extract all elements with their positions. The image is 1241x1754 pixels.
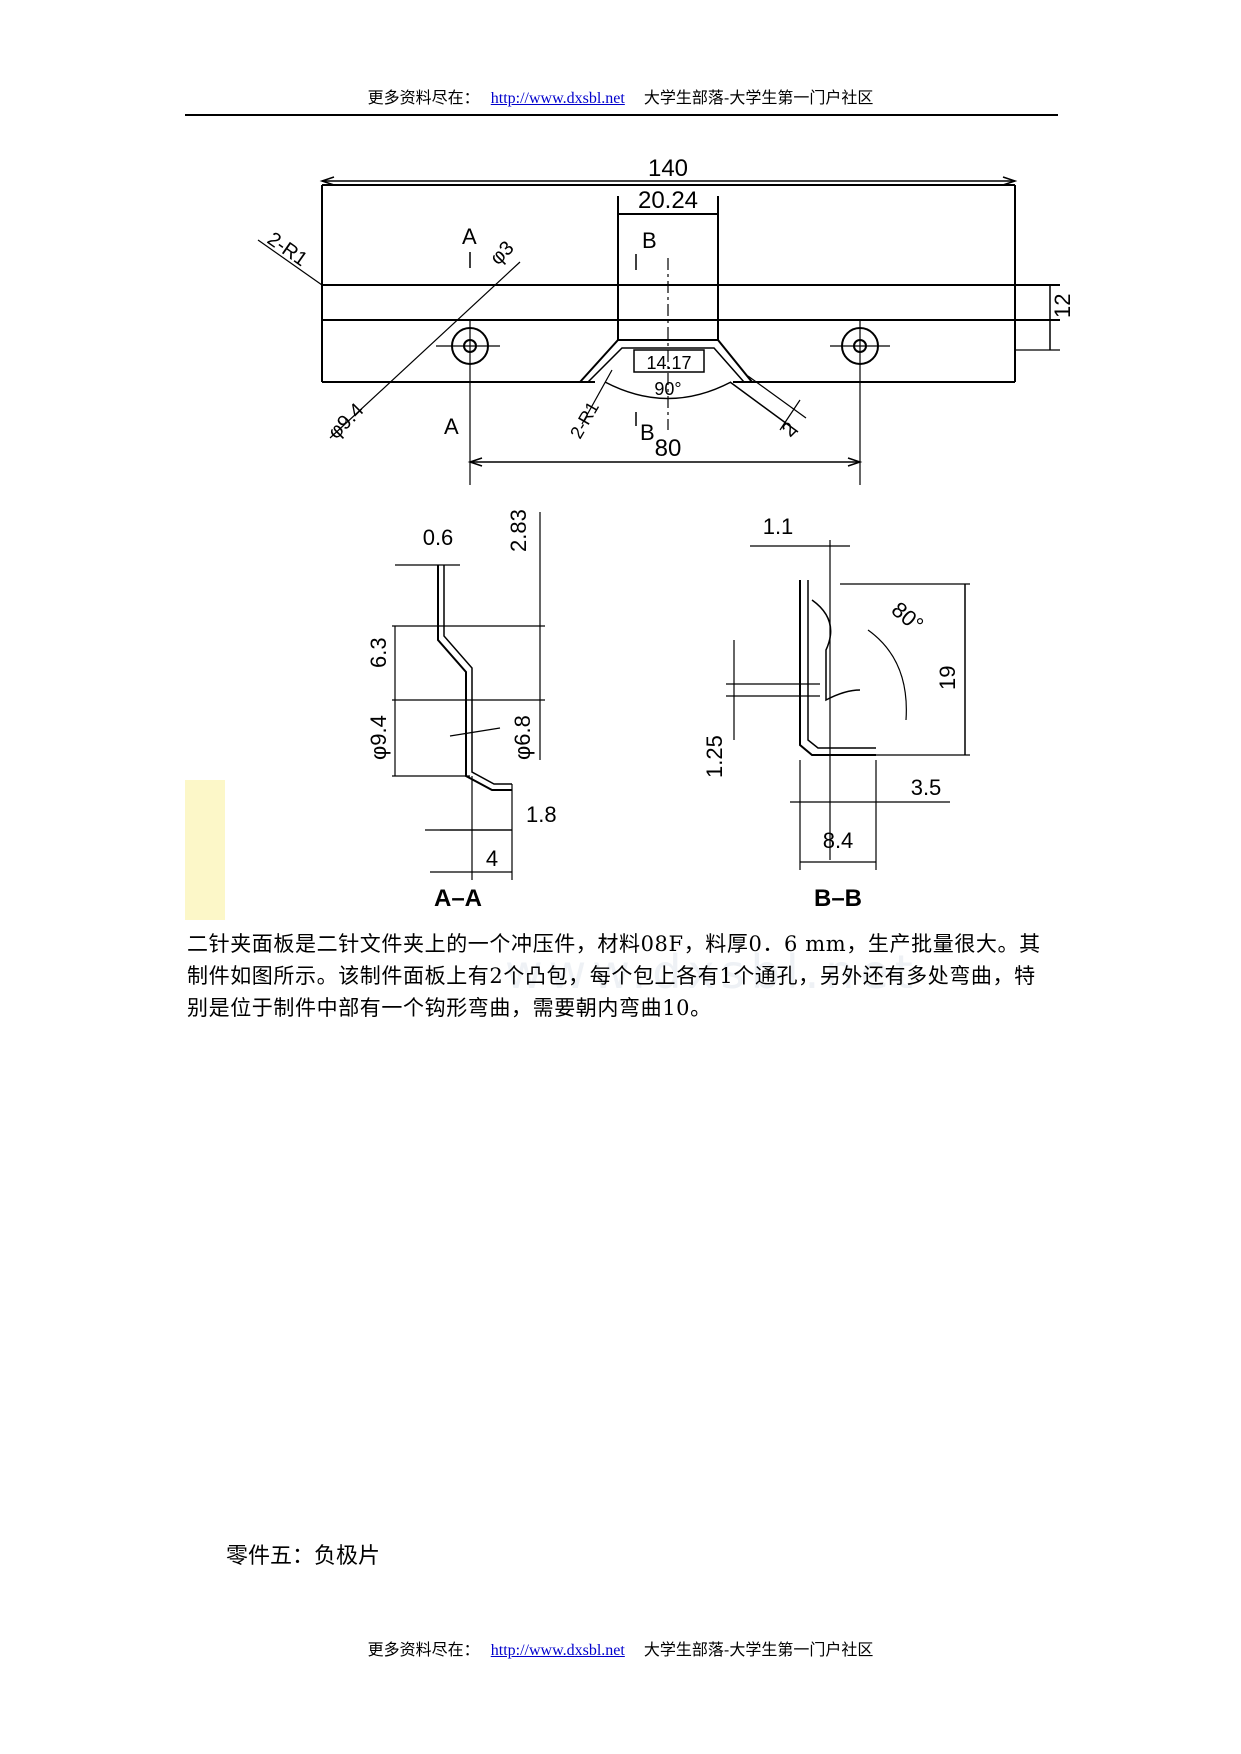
footer-prefix: 更多资料尽在：: [367, 1640, 480, 1659]
section-a-bottom-label: A: [444, 414, 459, 439]
section-b-bottom-label: B: [640, 420, 655, 445]
dim-hook-thickness-label: 2: [778, 418, 801, 441]
dim-hook-radius-label: 2-R1: [566, 398, 603, 442]
section-aa-title: A–A: [434, 885, 482, 912]
bb-step-label: 1.25: [702, 735, 727, 778]
bb-top-label: 1.1: [763, 514, 794, 539]
dim-hole-spacing-label: 80: [655, 435, 682, 462]
footer-link[interactable]: http://www.dxsbl.net: [490, 1642, 625, 1659]
page-header: 更多资料尽在： http://www.dxsbl.net 大学生部落-大学生第一…: [0, 88, 1241, 109]
subheading: 零件五：负极片: [226, 1544, 381, 1569]
header-prefix: 更多资料尽在：: [367, 88, 480, 107]
aa-boss-label: φ9.4: [366, 715, 391, 760]
top-view-outline: [321, 184, 1060, 383]
header-rule: [185, 114, 1058, 116]
watermark-logo: [185, 780, 225, 920]
description-paragraph: 二针夹面板是二针文件夹上的一个冲压件，材料08F，料厚0．6 mm，生产批量很大…: [187, 932, 1041, 1020]
aa-flange-label: 1.8: [526, 802, 557, 827]
section-a-top-label: A: [462, 224, 477, 249]
aa-hole-label: φ6.8: [510, 715, 535, 760]
dim-hook-angle-label: 90°: [654, 379, 681, 399]
footer-suffix: 大学生部落-大学生第一门户社区: [643, 1640, 874, 1659]
bb-foot-label: 3.5: [911, 775, 942, 800]
header-link[interactable]: http://www.dxsbl.net: [490, 90, 625, 107]
section-b-top-label: B: [642, 228, 657, 253]
bb-angle-label: 80°: [887, 597, 929, 638]
aa-thickness-label: 0.6: [423, 525, 454, 550]
dim-hook-width-label: 14.17: [646, 353, 691, 373]
header-suffix: 大学生部落-大学生第一门户社区: [643, 88, 874, 107]
bb-width-label: 8.4: [823, 828, 854, 853]
dim-corner-radius-label: 2-R1: [263, 228, 311, 271]
watermark-text: www.dxsbl.net: [505, 945, 919, 999]
section-bb-title: B–B: [814, 885, 862, 912]
aa-top-label: 2.83: [506, 509, 531, 552]
page-footer: 更多资料尽在： http://www.dxsbl.net 大学生部落-大学生第一…: [0, 1640, 1241, 1661]
aa-width-label: 4: [486, 846, 498, 871]
bb-height-label: 19: [935, 666, 960, 690]
dim-center-label: 20.24: [638, 187, 698, 214]
dim-hole-label: φ3: [486, 237, 519, 270]
dim-overall-label: 140: [648, 155, 688, 182]
dim-height-label: 12: [1050, 294, 1075, 318]
aa-bend-label: 6.3: [366, 637, 391, 668]
